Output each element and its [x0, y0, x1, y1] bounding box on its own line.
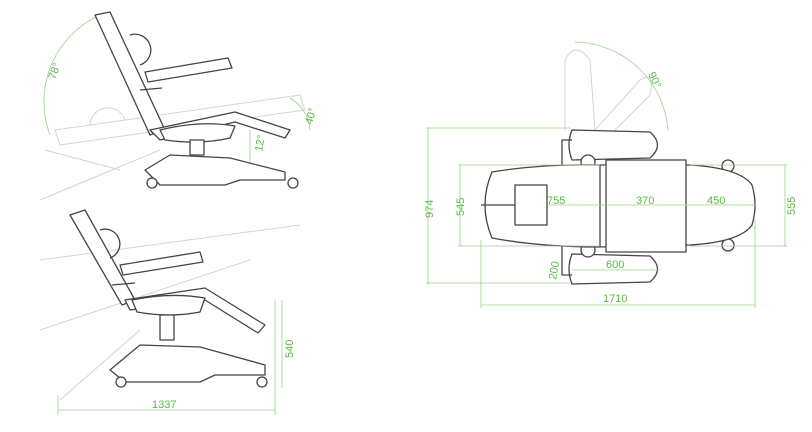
- backrest-length-label: 755: [547, 195, 565, 207]
- legrest-length-label: 450: [707, 195, 725, 207]
- seat-tilt-angle-label: 12°: [253, 134, 268, 152]
- legrest-width-label: 555: [786, 197, 798, 215]
- armrest: [144, 57, 233, 83]
- backrest-width-label: 545: [455, 198, 467, 216]
- backrest-angle-arc: [43, 14, 101, 136]
- armrest-bottom: [568, 253, 659, 285]
- overall-width-label: 974: [424, 200, 436, 218]
- top-view: 90° 974 545 755 370 450 555 200 600 1710: [424, 41, 798, 308]
- headrest: [514, 184, 548, 226]
- base: [109, 344, 266, 383]
- side-view-reclined: 78° 40° 12°: [39, 11, 319, 201]
- backrest: [69, 209, 136, 306]
- seat: [605, 159, 687, 253]
- legrest-angle-label: 40°: [303, 107, 319, 126]
- legrest-angle-arc: [289, 97, 311, 131]
- armrest-length-label: 600: [606, 259, 624, 271]
- armrest-offset-label: 200: [547, 260, 562, 280]
- armrest-rotation-label: 90°: [645, 70, 663, 90]
- base: [144, 154, 286, 186]
- armrest-top: [568, 129, 659, 161]
- overall-length-label: 1337: [152, 399, 176, 411]
- seat-length-label: 370: [636, 195, 654, 207]
- seat-height-label: 540: [284, 340, 296, 358]
- armrest-rotation-arc: [574, 41, 669, 131]
- overall-length-label: 1710: [603, 293, 627, 305]
- armrest: [119, 251, 204, 276]
- backrest-angle-label: 78°: [47, 61, 64, 81]
- side-view-upright: 540 1337: [39, 209, 301, 415]
